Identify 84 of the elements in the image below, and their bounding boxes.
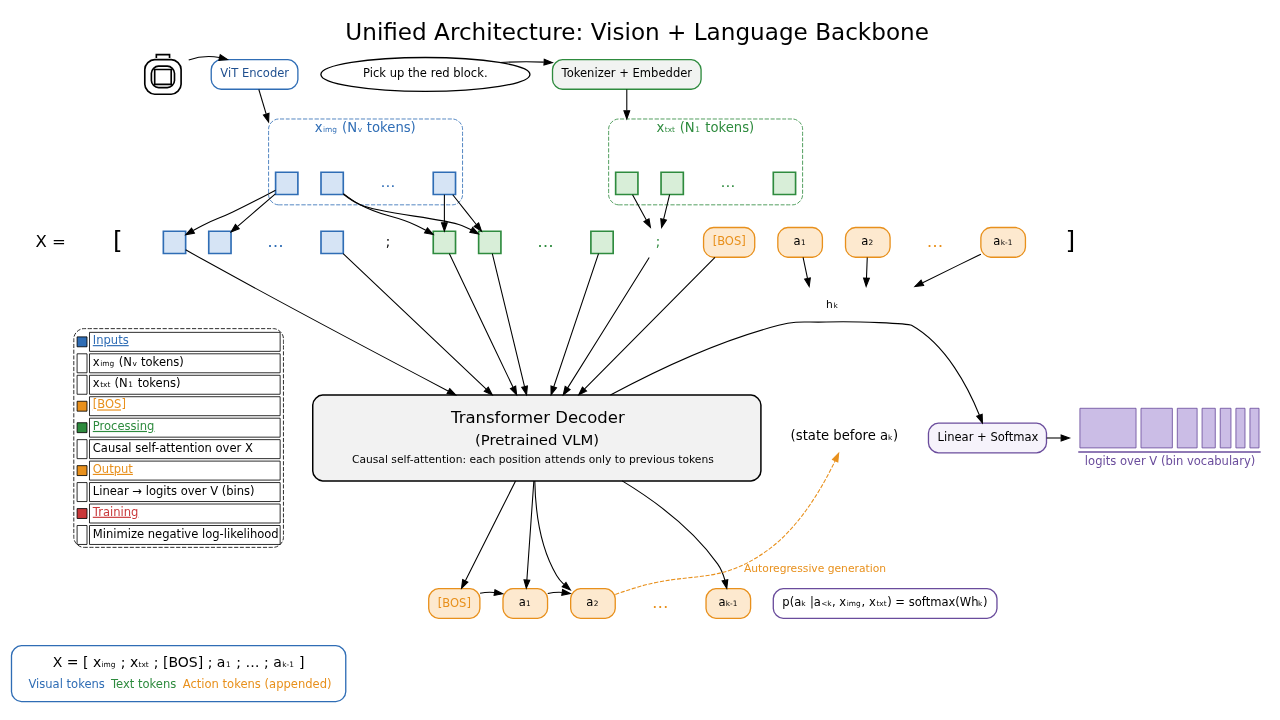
node-box: ak-1 <box>980 226 1027 258</box>
label: … <box>651 592 669 612</box>
legend-label: [BOS] <box>92 397 126 412</box>
node-box <box>432 230 457 255</box>
node-box: a2 <box>844 226 891 258</box>
arrow <box>577 256 716 397</box>
arrow <box>188 53 230 61</box>
node-text: (state before ak) <box>790 428 899 444</box>
node-box: a1 <box>502 587 549 619</box>
diagram-title: Unified Architecture: Vision + Language Backbone <box>345 19 929 46</box>
node-box: Linear + Softmax <box>927 422 1048 454</box>
arrow <box>621 480 729 590</box>
legend-label: Processing <box>92 418 155 433</box>
arrow <box>440 194 449 233</box>
arrow <box>185 249 458 396</box>
label: Causal self-attention over X <box>92 441 253 456</box>
arrow <box>499 58 554 66</box>
arrow <box>562 256 650 397</box>
arrow <box>258 88 270 124</box>
arrow <box>479 588 505 597</box>
node-box: ak-1 <box>705 587 752 619</box>
arrow <box>491 253 528 397</box>
node-ellipse: Pick up the red block. <box>320 56 531 92</box>
node-box <box>772 171 797 196</box>
node-box: ViT Encoder <box>210 58 299 90</box>
arrow <box>609 321 983 425</box>
node-box: X = [ ximg ; xtxt ; [BOS] ; a1 ; … ; ak-1 ] Visual tokens Text tokens Action tokens (appended) <box>10 644 347 703</box>
label: … <box>926 231 944 251</box>
node-box: Transformer Decoder (Pretrained VLM) Causal self-attention: each position attends only to previous tokens <box>312 394 762 482</box>
legend-label: Training <box>92 504 139 519</box>
arrow <box>614 451 840 595</box>
node-label: logits over V (bin vocabulary) <box>1084 454 1256 469</box>
arrow <box>448 253 518 397</box>
arrow <box>460 480 517 590</box>
label: … <box>380 173 396 191</box>
arrow <box>547 588 572 596</box>
node-box: p(ak |a<k, ximg, xtxt) = softmax(Whk) <box>772 587 998 619</box>
label: X = <box>35 231 66 251</box>
node-box <box>162 230 187 255</box>
label: Minimize negative log-likelihood <box>92 527 279 542</box>
arrow <box>523 480 535 590</box>
node-box <box>432 171 457 196</box>
arrow <box>913 253 982 288</box>
node-box <box>320 230 345 255</box>
label: Linear → logits over V (bins) <box>92 484 255 499</box>
node-text: ; <box>655 233 661 249</box>
label: … <box>267 231 284 251</box>
arrow <box>660 194 671 229</box>
legend-label: Output <box>92 461 133 476</box>
node-box <box>590 230 614 255</box>
arrow <box>534 480 572 592</box>
node-box <box>274 171 299 196</box>
node-box: a2 <box>570 587 616 619</box>
node-box <box>477 230 502 255</box>
label: … <box>537 231 554 251</box>
arrow <box>1046 434 1071 442</box>
arrow <box>802 256 811 289</box>
node-box <box>660 171 685 196</box>
arrow <box>623 88 631 121</box>
arrow <box>342 193 435 236</box>
node-box: Tokenizer + Embedder <box>551 58 702 90</box>
node-box <box>614 171 639 196</box>
legend-label: Inputs <box>92 333 129 348</box>
arrow <box>632 194 652 229</box>
node-box <box>320 171 345 196</box>
arrow <box>550 253 600 397</box>
node-box <box>207 230 232 255</box>
arrow <box>342 193 480 235</box>
arrow <box>862 256 871 289</box>
node-box: [BOS] <box>702 226 756 258</box>
node-text: ; <box>385 233 391 249</box>
arrow <box>184 189 277 236</box>
label: xtxt (N1 tokens) <box>92 375 181 390</box>
arrow <box>342 253 494 397</box>
label: [ <box>113 225 123 255</box>
arrow <box>229 193 276 234</box>
label: ] <box>1065 225 1076 255</box>
edge-label: hk <box>826 298 838 312</box>
node-box: [BOS] <box>428 587 481 619</box>
node-box: a1 <box>777 226 824 258</box>
label: … <box>720 173 736 191</box>
edge-label: Autoregressive generation <box>744 562 887 576</box>
label: ximg (Nv tokens) <box>92 354 184 369</box>
arrow <box>452 194 483 233</box>
